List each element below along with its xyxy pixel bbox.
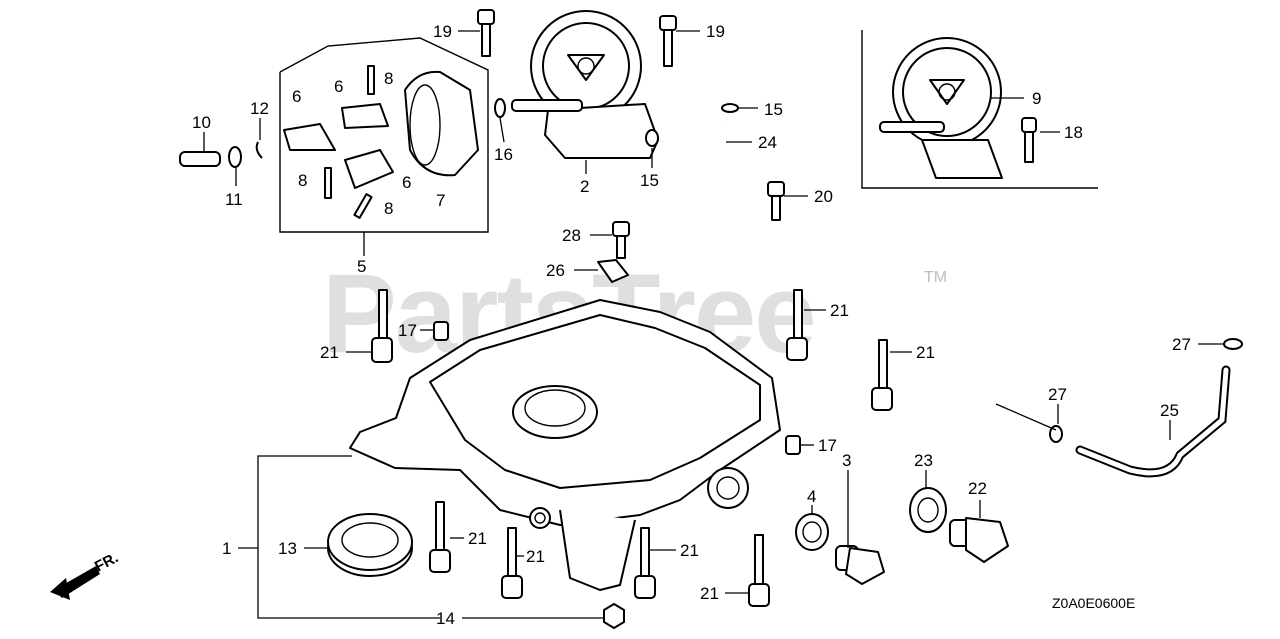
callout-27: 27 — [1172, 335, 1191, 354]
governor-weights-7 — [404, 70, 479, 177]
callout-3: 3 — [842, 451, 851, 470]
bolt-20 — [767, 181, 785, 221]
callout-21: 21 — [320, 343, 339, 362]
callout-13: 13 — [278, 539, 297, 558]
dowel-pin-17-lower — [785, 435, 801, 455]
callout-19: 19 — [433, 22, 452, 41]
front-direction-arrow-icon: FR. — [50, 549, 121, 600]
callout-25: 25 — [1160, 401, 1179, 420]
oil-pump-gear-2 — [511, 10, 659, 159]
nut-14 — [603, 603, 625, 629]
drain-plug-22 — [949, 517, 1009, 563]
bolt-21-lower-c — [634, 527, 656, 599]
washer-11 — [228, 146, 242, 168]
callout-20: 20 — [814, 187, 833, 206]
callout-14: 14 — [436, 609, 455, 628]
callout-10: 10 — [192, 113, 211, 132]
callout-27: 27 — [1048, 385, 1067, 404]
seal-27-lower — [1049, 425, 1063, 443]
o-ring-15-lower — [645, 129, 659, 147]
callout-8: 8 — [298, 171, 307, 190]
callout-24: 24 — [758, 133, 777, 152]
callout-17: 17 — [818, 436, 837, 455]
callout-21: 21 — [468, 529, 487, 548]
dowel-pin-17-upper — [433, 321, 449, 341]
callout-21: 21 — [526, 547, 545, 566]
pin-10 — [179, 151, 221, 167]
bolt-19-right — [659, 15, 677, 67]
crankcase-cover-1 — [349, 299, 781, 591]
governor-assembly-frame — [279, 37, 489, 233]
callout-2: 2 — [580, 177, 589, 196]
callout-6: 6 — [402, 173, 411, 192]
drain-plug-3 — [835, 545, 885, 585]
callout-11: 11 — [225, 190, 243, 209]
callout-8: 8 — [384, 69, 393, 88]
callout-23: 23 — [914, 451, 933, 470]
washer-4 — [795, 513, 829, 551]
callout-12: 12 — [250, 99, 269, 118]
callout-16: 16 — [494, 145, 513, 164]
governor-gear-9 — [879, 37, 1003, 179]
seal-27-upper — [1223, 338, 1243, 350]
bolt-19-left — [477, 9, 495, 57]
callout-6: 6 — [334, 77, 343, 96]
callout-17: 17 — [398, 321, 417, 340]
bolt-21-lower-a — [429, 501, 451, 573]
governor-weight-6 — [283, 103, 394, 189]
callout-18: 18 — [1064, 123, 1083, 142]
inset-frame — [861, 30, 1098, 189]
diagram-code: Z0A0E0600E — [1052, 595, 1135, 611]
callout-9: 9 — [1032, 89, 1041, 108]
oil-seal-13 — [327, 513, 413, 577]
washer-16 — [494, 98, 506, 118]
clamp-26 — [597, 259, 629, 283]
callout-4: 4 — [807, 487, 816, 506]
callout-19: 19 — [706, 22, 725, 41]
callout-21: 21 — [680, 541, 699, 560]
bolt-21-lower-b — [501, 527, 523, 599]
clip-12 — [255, 141, 263, 159]
bolt-21-upper-right — [871, 339, 893, 411]
trademark-mark: TM — [924, 269, 947, 286]
callout-28: 28 — [562, 226, 581, 245]
bolt-18 — [1021, 117, 1037, 163]
pins-8 — [324, 65, 375, 219]
callout-1: 1 — [222, 539, 231, 558]
bolt-21-upper-mid — [786, 289, 808, 361]
callout-7: 7 — [436, 191, 445, 210]
callout-15: 15 — [764, 100, 783, 119]
callout-26: 26 — [546, 261, 565, 280]
callout-21: 21 — [700, 584, 719, 603]
callout-6: 6 — [292, 87, 301, 106]
callout-numbers: 19 19 15 24 16 2 15 9 18 10 12 11 6 6 6 … — [192, 22, 1191, 628]
bolt-21-upper-left — [371, 289, 393, 363]
callout-5: 5 — [357, 257, 366, 276]
washer-23 — [909, 487, 947, 533]
o-ring-15-upper — [721, 103, 739, 113]
callout-21: 21 — [916, 343, 935, 362]
callout-8: 8 — [384, 199, 393, 218]
bolt-28 — [612, 221, 630, 259]
leader-lines — [203, 30, 1224, 619]
bolt-21-lower-d — [748, 534, 770, 607]
callout-22: 22 — [968, 479, 987, 498]
callout-15: 15 — [640, 171, 659, 190]
callout-21: 21 — [830, 301, 849, 320]
